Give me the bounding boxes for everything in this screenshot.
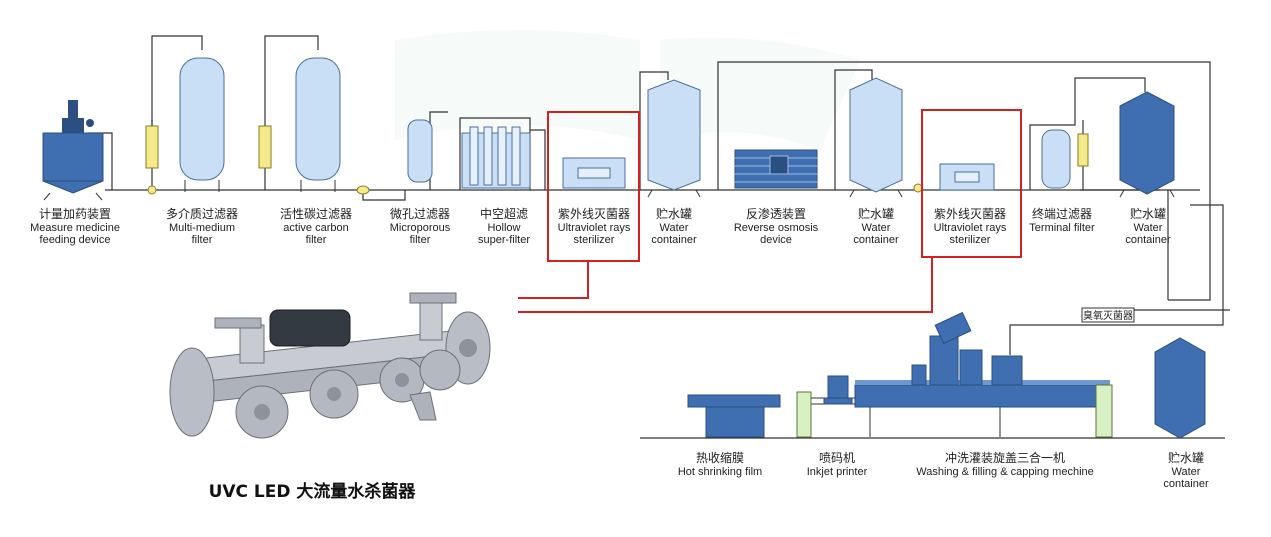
medicine-feeding-device xyxy=(42,100,104,201)
label-en-2: sterilizer xyxy=(574,234,615,246)
label-en-1: Ultraviolet rays xyxy=(558,222,631,234)
label-reverse-osmosis: 反渗透装置 Reverse osmosis device xyxy=(734,206,819,246)
label-cn: 贮水罐 xyxy=(1168,450,1204,465)
terminal-filter xyxy=(1041,129,1089,189)
label-cn: 多介质过滤器 xyxy=(166,207,238,221)
label-en-2: filter xyxy=(192,234,213,246)
label-uv-sterilizer-2: 紫外线灭菌器 Ultraviolet rays sterilizer xyxy=(934,207,1007,246)
label-en-1: Terminal filter xyxy=(1029,222,1095,234)
label-en-1: Water xyxy=(1134,222,1163,234)
ozone-label: 臭氧灭菌器 xyxy=(1083,309,1133,322)
label-multi-medium-filter: 多介质过滤器 Multi-medium filter xyxy=(166,207,238,246)
label-en-1: Water xyxy=(862,222,891,234)
label-en-1: Inkjet printer xyxy=(807,466,868,478)
label-en-1: Hollow xyxy=(487,222,520,234)
label-cn: 活性碳过滤器 xyxy=(280,207,352,221)
label-hot-shrinking-film: 热收缩膜 Hot shrinking film xyxy=(678,450,762,478)
label-en-1: Hot shrinking film xyxy=(678,466,762,478)
label-cn: 计量加药装置 xyxy=(39,207,111,221)
background-watermark xyxy=(395,30,860,150)
ozone-sterilizer: 臭氧灭菌器 xyxy=(1081,307,1135,323)
label-uv-sterilizer-1: 紫外线灭菌器 Ultraviolet rays sterilizer xyxy=(558,207,631,246)
hot-shrinking-film xyxy=(687,394,781,438)
label-cn: 反渗透装置 xyxy=(746,206,806,221)
label-cn: 中空超滤 xyxy=(480,206,528,221)
label-en-1: Washing & filling & capping mechine xyxy=(916,466,1094,478)
label-en-1: Microporous xyxy=(390,222,451,234)
highlight-box-2 xyxy=(921,109,1022,258)
label-en-2: filter xyxy=(306,234,327,246)
active-carbon-filter xyxy=(258,57,370,195)
label-filling-capping-machine: 冲洗灌装旋盖三合一机 Washing & filling & capping m… xyxy=(916,450,1094,478)
label-en-2: super-filter xyxy=(478,234,530,246)
label-en-1: active carbon xyxy=(283,222,348,234)
label-en-2: feeding device xyxy=(40,234,111,246)
label-water-container-3: 贮水罐 Water container xyxy=(1125,206,1171,246)
label-cn: 微孔过滤器 xyxy=(390,207,450,221)
label-en-2: container xyxy=(1163,478,1209,490)
label-hollow-super-filter: 中空超滤 Hollow super-filter xyxy=(478,206,530,246)
label-en-1: Water xyxy=(1172,466,1201,478)
label-en-2: container xyxy=(853,234,899,246)
filling-capping-machine xyxy=(810,311,1113,438)
hollow-super-filter xyxy=(461,126,531,189)
label-cn: 贮水罐 xyxy=(1130,206,1166,221)
label-cn: 贮水罐 xyxy=(858,206,894,221)
label-en-1: Measure medicine xyxy=(30,222,120,234)
highlight-links xyxy=(518,257,933,313)
highlight-box-1 xyxy=(547,111,640,262)
label-water-container-1: 贮水罐 Water container xyxy=(651,206,697,246)
label-en-2: device xyxy=(760,234,792,246)
water-container-1 xyxy=(647,79,701,198)
label-en-1: Ultraviolet rays xyxy=(934,222,1007,234)
uvc-led-sterilizer-product xyxy=(169,292,491,439)
water-container-3 xyxy=(1119,91,1175,198)
label-cn: 紫外线灭菌器 xyxy=(934,207,1006,221)
uv-sterilizer-2 xyxy=(913,109,1022,258)
label-cn: 贮水罐 xyxy=(656,206,692,221)
label-cn: 终端过滤器 xyxy=(1032,206,1092,221)
label-en-1: Multi-medium xyxy=(169,222,235,234)
uv-sterilizer-1 xyxy=(547,111,640,262)
label-en-2: filter xyxy=(410,234,431,246)
water-container-bottom xyxy=(1154,337,1206,439)
label-en-1: Reverse osmosis xyxy=(734,222,819,234)
multi-medium-filter xyxy=(145,57,225,195)
label-cn: 热收缩膜 xyxy=(696,450,744,465)
top-labels: 计量加药装置 Measure medicine feeding device 多… xyxy=(30,206,1171,246)
water-container-2 xyxy=(849,77,903,198)
inkjet-printer xyxy=(796,375,853,438)
label-cn: 冲洗灌装旋盖三合一机 xyxy=(945,450,1065,465)
label-inkjet-printer: 喷码机 Inkjet printer xyxy=(807,451,868,478)
label-water-container-bottom: 贮水罐 Water container xyxy=(1163,450,1209,490)
label-microporous-filter: 微孔过滤器 Microporous filter xyxy=(390,207,451,246)
label-water-container-2: 贮水罐 Water container xyxy=(853,206,899,246)
label-active-carbon-filter: 活性碳过滤器 active carbon filter xyxy=(280,207,352,246)
label-en-2: sterilizer xyxy=(950,234,991,246)
label-en-2: container xyxy=(651,234,697,246)
microporous-filter xyxy=(407,119,433,183)
label-en-2: container xyxy=(1125,234,1171,246)
product-title: UVC LED 大流量水杀菌器 xyxy=(209,481,417,502)
reverse-osmosis-device xyxy=(734,149,818,189)
label-cn: 喷码机 xyxy=(819,451,855,465)
label-en-1: Water xyxy=(660,222,689,234)
label-medicine-feeding: 计量加药装置 Measure medicine feeding device xyxy=(30,207,120,246)
bottom-labels: 热收缩膜 Hot shrinking film 喷码机 Inkjet print… xyxy=(678,450,1209,490)
label-terminal-filter: 终端过滤器 Terminal filter xyxy=(1029,206,1095,234)
label-cn: 紫外线灭菌器 xyxy=(558,207,630,221)
